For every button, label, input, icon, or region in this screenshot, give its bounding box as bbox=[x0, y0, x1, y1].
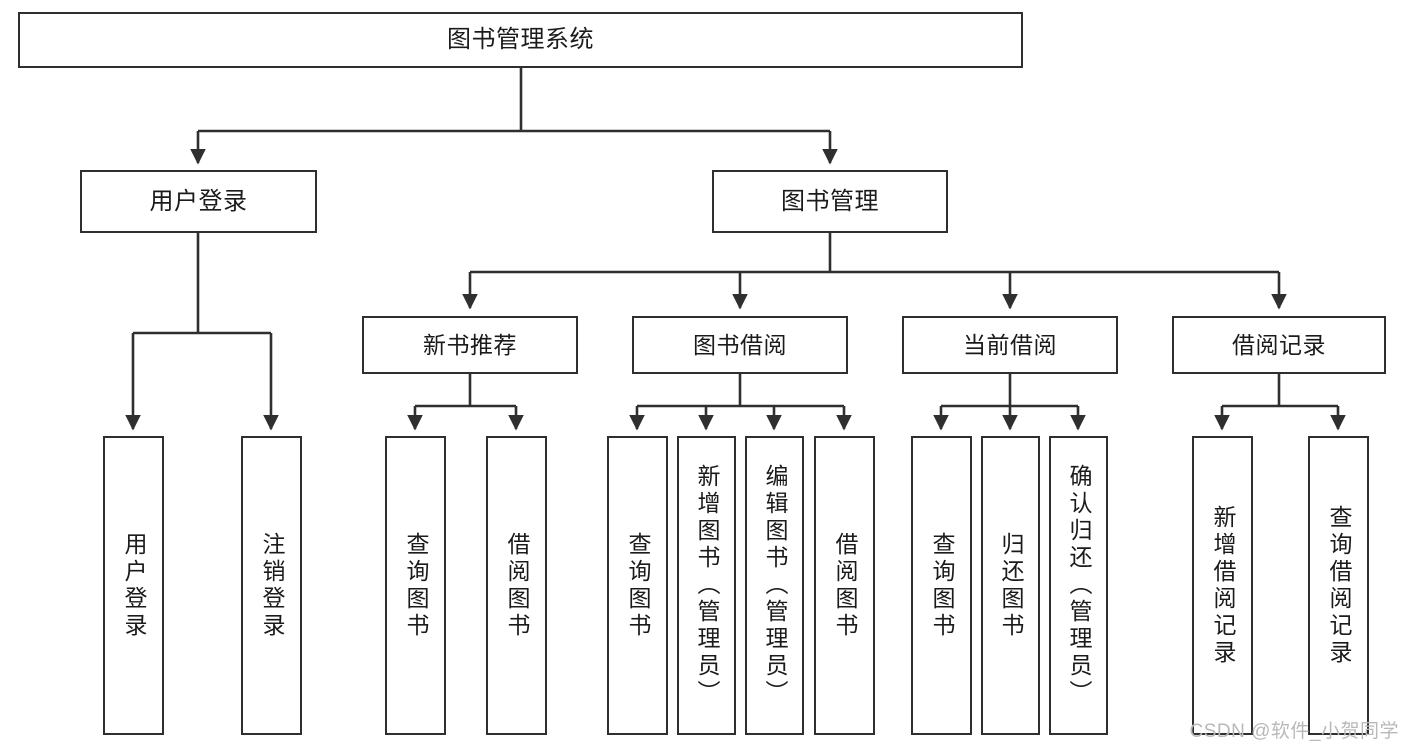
node-label: 图书管理 bbox=[781, 187, 879, 215]
node-leaf-user-login[interactable]: 用户登录 bbox=[103, 436, 164, 735]
node-leaf-query-book-current[interactable]: 查询图书 bbox=[911, 436, 972, 735]
node-leaf-query-book-borrow[interactable]: 查询图书 bbox=[607, 436, 668, 735]
node-label: 编辑图书（管理员） bbox=[762, 464, 788, 707]
node-label: 图书借阅 bbox=[693, 331, 787, 358]
node-leaf-logout-login[interactable]: 注销登录 bbox=[241, 436, 302, 735]
node-book-management-system[interactable]: 图书管理系统 bbox=[18, 12, 1023, 68]
node-leaf-add-book[interactable]: 新增图书（管理员） bbox=[677, 436, 736, 735]
node-label: 归还图书 bbox=[998, 531, 1024, 640]
node-label: 借阅图书 bbox=[832, 531, 858, 640]
node-label: 新书推荐 bbox=[423, 331, 517, 358]
node-label: 图书管理系统 bbox=[447, 26, 594, 54]
node-leaf-borrow-book[interactable]: 借阅图书 bbox=[814, 436, 875, 735]
node-leaf-add-borrow-record[interactable]: 新增借阅记录 bbox=[1192, 436, 1253, 735]
node-leaf-return-book[interactable]: 归还图书 bbox=[981, 436, 1040, 735]
node-label: 借阅图书 bbox=[504, 531, 530, 640]
node-book-borrow[interactable]: 图书借阅 bbox=[632, 316, 848, 374]
node-label: 当前借阅 bbox=[963, 331, 1057, 358]
node-label: 查询借阅记录 bbox=[1326, 504, 1352, 667]
node-label: 查询图书 bbox=[929, 531, 955, 640]
node-leaf-query-book-recommend[interactable]: 查询图书 bbox=[385, 436, 446, 735]
node-leaf-borrow-book-recommend[interactable]: 借阅图书 bbox=[486, 436, 547, 735]
csdn-watermark: CSDN @软件_小贺同学 bbox=[1189, 721, 1399, 742]
node-label: 用户登录 bbox=[121, 531, 147, 640]
node-user-login[interactable]: 用户登录 bbox=[80, 170, 317, 233]
node-current-borrow[interactable]: 当前借阅 bbox=[902, 316, 1118, 374]
node-leaf-edit-book[interactable]: 编辑图书（管理员） bbox=[745, 436, 804, 735]
node-label: 注销登录 bbox=[259, 531, 285, 640]
node-label: 新增图书（管理员） bbox=[694, 464, 720, 707]
node-new-book-recommend[interactable]: 新书推荐 bbox=[362, 316, 578, 374]
node-label: 查询图书 bbox=[625, 531, 651, 640]
node-label: 新增借阅记录 bbox=[1210, 504, 1236, 667]
node-leaf-query-borrow-record[interactable]: 查询借阅记录 bbox=[1308, 436, 1369, 735]
node-leaf-confirm-return[interactable]: 确认归还（管理员） bbox=[1049, 436, 1108, 735]
node-book-management[interactable]: 图书管理 bbox=[712, 170, 948, 233]
node-label: 查询图书 bbox=[403, 531, 429, 640]
node-label: 借阅记录 bbox=[1232, 331, 1326, 358]
node-label: 确认归还（管理员） bbox=[1066, 464, 1092, 707]
node-label: 用户登录 bbox=[149, 187, 248, 215]
node-borrow-record[interactable]: 借阅记录 bbox=[1172, 316, 1386, 374]
